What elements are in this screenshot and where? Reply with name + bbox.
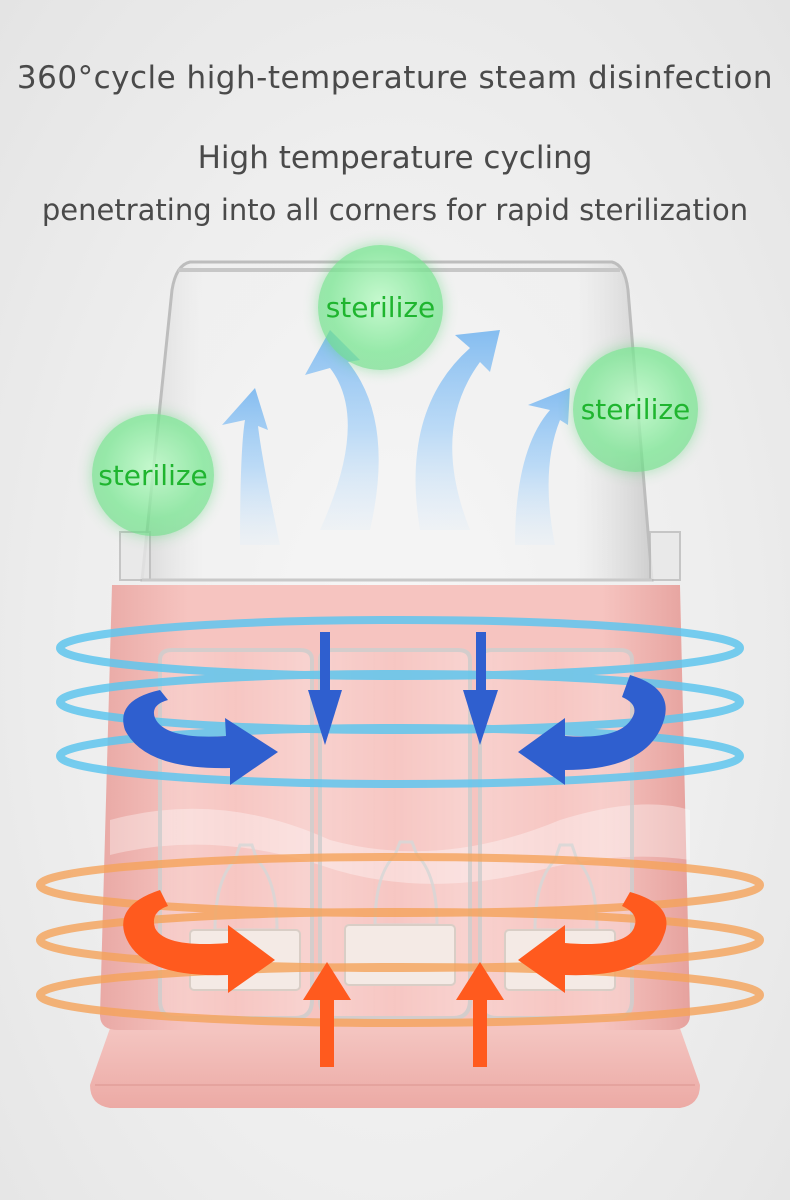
heat-arrow-icon [123,890,667,1067]
heat-ring-icon [36,853,764,1027]
headline-title: 360°cycle high-temperature steam disinfe… [16,60,774,96]
sterilize-label: sterilize [325,291,436,324]
circulation-arrow-icon [123,632,666,785]
headline-subtitle-2: penetrating into all corners for rapid s… [41,193,749,227]
sterilize-label: sterilize [580,393,691,426]
sterilize-label: sterilize [98,458,208,492]
sterilize-badge-right: sterilize [573,347,698,472]
steam-up-arrow-icon [222,330,570,545]
sterilize-badge-left: sterilize [92,414,214,536]
cool-ring-icon [56,616,744,788]
headline-subtitle-1: High temperature cycling [197,140,593,176]
sterilize-badge-top: sterilize [318,245,443,370]
